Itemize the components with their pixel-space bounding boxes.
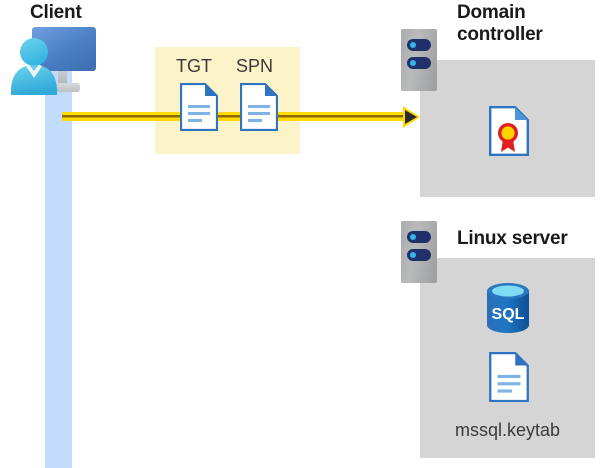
certificate-icon	[489, 106, 529, 156]
arrow-head-icon	[403, 106, 420, 128]
packet-item-label-tgt: TGT	[176, 56, 212, 76]
document-icon	[180, 83, 218, 131]
client-label: Client	[30, 2, 82, 23]
document-icon	[489, 352, 529, 402]
domain-controller-label: Domain controller	[457, 2, 543, 46]
sql-database-text: SQL	[492, 306, 525, 323]
user-avatar-icon	[11, 38, 57, 95]
server-icon	[401, 221, 437, 283]
client-to-dc-arrow	[62, 112, 157, 121]
document-icon	[240, 83, 278, 131]
packet-item-label-spn: SPN	[236, 56, 274, 76]
server-icon	[401, 29, 437, 91]
keytab-file-label: mssql.keytab	[454, 420, 561, 440]
server-led-icon	[410, 252, 416, 258]
linux-server-label: Linux server	[457, 228, 568, 249]
arrow-through-packet-box	[155, 112, 300, 121]
user-monitor-icon	[8, 25, 96, 95]
client-lifeline	[45, 70, 72, 468]
server-led-icon	[410, 60, 416, 66]
server-led-icon	[410, 234, 416, 240]
server-led-icon	[410, 42, 416, 48]
monitor-base-icon	[46, 83, 80, 92]
sql-database-icon: SQL	[487, 283, 529, 333]
monitor-neck-icon	[58, 71, 67, 85]
arrow-to-domain-controller	[300, 112, 403, 121]
